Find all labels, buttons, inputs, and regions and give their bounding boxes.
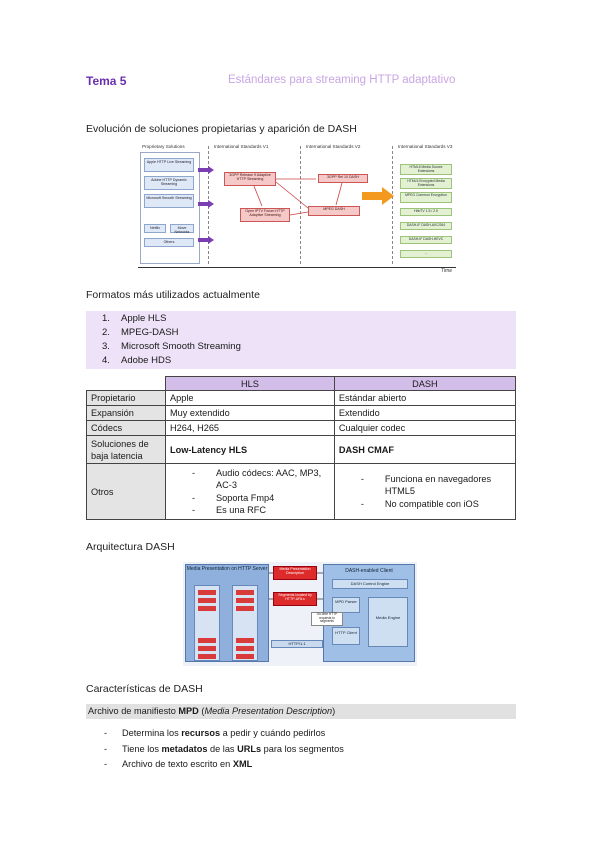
others-box: Others — [144, 238, 194, 247]
v3-item: HTML5 Media Source Extensions — [400, 164, 452, 175]
move-box: Move Networks — [170, 224, 194, 234]
arrow-icon — [198, 236, 214, 244]
control-engine-box: DASH Control Engine — [332, 579, 408, 589]
list-item: 1.Apple HLS — [102, 313, 167, 324]
table-row: Soluciones de baja latencia Low-Latency … — [86, 435, 517, 464]
list-item: -Funciona en navegadores HTML5 — [360, 473, 492, 497]
header-dash: DASH — [333, 376, 517, 391]
segment-block — [236, 638, 254, 643]
list-item: -Tiene los metadatos de las URLs para lo… — [104, 743, 344, 754]
formats-list: 1.Apple HLS 2.MPEG-DASH 3.Microsoft Smoo… — [86, 311, 516, 369]
table-row: Propietario Apple Estándar abierto — [86, 390, 517, 406]
divider — [392, 146, 393, 264]
mpd-box: Media Presentation Description — [273, 566, 317, 580]
adobe-box: Adobe HTTP Dynamic Streaming — [144, 176, 194, 190]
3gpp-rel9-box: 3GPP Release 9 Adaptive HTTP Streaming — [224, 172, 276, 186]
netflix-box: Netflix — [144, 224, 166, 233]
v3-item: DASH-IF DASH-AVC/264 — [400, 222, 452, 230]
flow-arrows — [253, 178, 394, 216]
comparison-table: HLS DASH Propietario Apple Estándar abie… — [86, 376, 517, 520]
http-server-panel: Media Presentation on HTTP Server — [185, 564, 269, 662]
section-heading-characteristics: Características de DASH — [86, 683, 203, 695]
section-heading-formats: Formatos más utilizados actualmente — [86, 289, 260, 301]
segment-block — [198, 654, 216, 659]
topic-number: Tema 5 — [86, 74, 127, 88]
col-label-proprietary: Proprietary Solutions — [142, 144, 185, 149]
list-item: -No compatible con iOS — [360, 498, 479, 509]
col-label-v3: International Standards V3 — [398, 144, 453, 149]
segment-block — [236, 590, 254, 595]
dash-otros-list: -Funciona en navegadores HTML5 -No compa… — [339, 473, 511, 511]
http-link-bar: HTTP/1.1 — [271, 640, 323, 648]
mpd-parser-box: MPD Parser — [332, 597, 360, 613]
segments-box: Segments located by HTTP-URLs — [273, 592, 317, 606]
col-label-v1: International Standards V1 — [214, 144, 269, 149]
on-time-note: On-time HTTP requests to segments — [311, 612, 343, 626]
list-item: -Es una RFC — [192, 505, 267, 515]
3gpp-rel10-box: 3GPP Rel 10 DASH — [318, 174, 368, 183]
list-item: -Audio códecs: AAC, MP3, AC-3 — [192, 467, 322, 491]
evolution-diagram: Proprietary Solutions International Stan… — [136, 142, 462, 274]
segment-block — [198, 590, 216, 595]
list-item: 3.Microsoft Smooth Streaming — [102, 341, 241, 352]
characteristics-list: -Determina los recursos a pedir y cuándo… — [86, 728, 516, 775]
section-heading-evolution: Evolución de soluciones propietarias y a… — [86, 123, 357, 135]
list-item: -Archivo de texto escrito en XML — [104, 759, 253, 769]
page-header: Tema 5 Estándares para streaming HTTP ad… — [86, 74, 526, 90]
table-row: Códecs H264, H265 Cualquier codec — [86, 420, 517, 436]
table-row: Otros -Audio códecs: AAC, MP3, AC-3 -Sop… — [86, 463, 517, 520]
proprietary-frame — [140, 152, 200, 264]
segment-block — [236, 606, 254, 611]
mpeg-dash-box: MPEG DASH — [308, 206, 360, 216]
divider — [300, 146, 301, 264]
segment-block — [236, 646, 254, 651]
empty-header — [86, 376, 166, 391]
table-row: Expansión Muy extendido Extendido — [86, 405, 517, 421]
segment-column — [194, 585, 220, 661]
segment-block — [236, 598, 254, 603]
arch-connectors — [269, 572, 323, 600]
v3-item: MPEG Common Encryption — [400, 192, 452, 203]
v3-item: HbbTV 1.5 / 2.0 — [400, 208, 452, 216]
topic-title: Estándares para streaming HTTP adaptativ… — [228, 74, 456, 86]
time-label: Time — [440, 268, 452, 274]
microsoft-box: Microsoft Smooth Streaming — [144, 194, 194, 208]
dash-architecture-diagram: Media Presentation on HTTP Server Media … — [183, 562, 417, 666]
col-label-v2: International Standards V2 — [306, 144, 361, 149]
list-item: -Determina los recursos a pedir y cuándo… — [104, 728, 326, 738]
v3-item: HTML5 Encrypted Media Extensions — [400, 178, 452, 189]
apple-box: Apple HTTP Live Streaming — [144, 158, 194, 172]
hls-otros-list: -Audio códecs: AAC, MP3, AC-3 -Soporta F… — [170, 467, 330, 517]
header-hls: HLS — [165, 376, 335, 391]
time-axis — [138, 267, 456, 268]
segment-column — [232, 585, 258, 661]
segment-block — [198, 598, 216, 603]
media-engine-box: Media Engine — [368, 597, 408, 647]
segment-block — [198, 606, 216, 611]
http-client-box: HTTP Client — [332, 627, 360, 645]
list-item: -Soporta Fmp4 — [192, 492, 275, 503]
segment-block — [236, 654, 254, 659]
oipf-box: Open IPTV Forum HTTP Adaptive Streaming — [240, 208, 290, 222]
segment-block — [198, 646, 216, 651]
section-heading-architecture: Arquitectura DASH — [86, 541, 175, 553]
list-item: 2.MPEG-DASH — [102, 327, 179, 338]
v3-item: ... — [400, 250, 452, 258]
mpd-subheading: Archivo de manifiesto MPD (Media Present… — [86, 704, 516, 719]
list-item: 4.Adobe HDS — [102, 355, 172, 366]
v3-item: DASH-IF DASH-HEVC — [400, 236, 452, 244]
arrow-icon — [198, 166, 214, 174]
arrow-icon — [198, 200, 214, 208]
segment-block — [198, 638, 216, 643]
